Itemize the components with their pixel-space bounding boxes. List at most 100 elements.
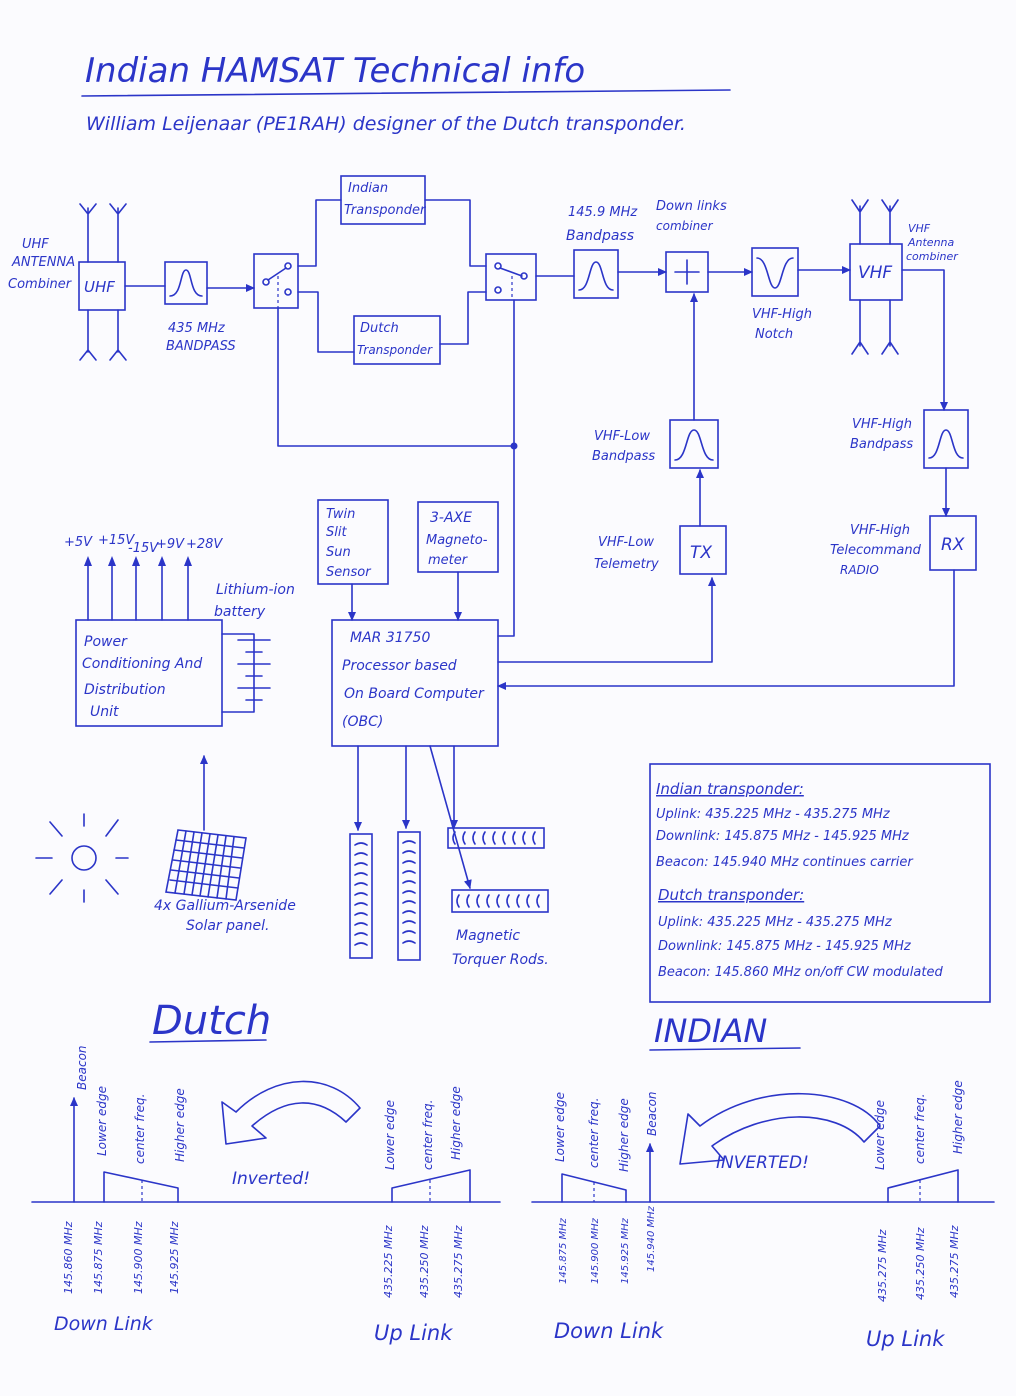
bandpass-145-line1: 145.9 MHz	[568, 205, 638, 220]
dutch-info-beacon: Beacon: 145.860 MHz on/off CW modulated	[658, 965, 943, 980]
dutch-freq-lower: 145.875 MHz	[92, 1221, 105, 1294]
solar-panel: 4x Gallium-Arsenide Solar panel.	[154, 755, 296, 934]
vhf-bandpass-145-filter: 145.9 MHz Bandpass	[566, 205, 638, 299]
telecommand-line2: Telecommand	[830, 543, 922, 558]
dutch-up-tag-lower: Lower edge	[383, 1100, 397, 1170]
dutch-freq-higher: 145.925 MHz	[168, 1221, 181, 1294]
page-subtitle: William Leijenaar (PE1RAH) designer of t…	[86, 113, 686, 135]
uhf-combiner-line2: ANTENNA	[11, 255, 75, 270]
title-underline	[81, 89, 731, 97]
indian-up-tag-center: center freq.	[913, 1094, 927, 1164]
indian-up-freq-center: 435.250 MHz	[914, 1227, 927, 1300]
wire-switch-control	[277, 299, 515, 447]
sun-sensor-line1: Twin	[326, 507, 355, 522]
uhf-bandpass-line2: BANDPASS	[166, 339, 236, 354]
indian-tag-lower: Lower edge	[553, 1092, 567, 1162]
frequency-info-box: Indian transponder: Uplink: 435.225 MHz …	[649, 763, 991, 1003]
vhf-block-label: VHF	[858, 263, 892, 283]
sun-sensor-line2: Slit	[326, 525, 347, 540]
dutch-up-tag-higher: Higher edge	[449, 1086, 463, 1160]
lithium-ion-battery: Lithium-ion battery	[214, 582, 295, 713]
wire-control-obc	[497, 445, 515, 637]
dutch-freq-beacon: 145.860 MHz	[62, 1221, 75, 1294]
wire-indian-path	[297, 199, 487, 267]
indian-up-tag-higher: Higher edge	[951, 1080, 965, 1154]
sun-icon	[35, 813, 129, 903]
dutch-tag-lower: Lower edge	[95, 1086, 109, 1156]
telemetry-line1: VHF-Low	[598, 535, 654, 550]
dutch-transponder: Dutch Transponder	[353, 315, 441, 365]
bandpass-145-line2: Bandpass	[566, 228, 634, 244]
vhf-low-bp-line2: Bandpass	[592, 449, 655, 464]
output-switch	[485, 253, 537, 301]
rx-receiver: RX VHF-High Telecommand RADIO	[830, 515, 977, 577]
solar-line1: 4x Gallium-Arsenide	[154, 898, 296, 914]
indian-tag-center: center freq.	[587, 1098, 601, 1168]
power-line1: Power	[84, 634, 128, 650]
indian-freq-higher: 145.925 MHz	[620, 1217, 631, 1284]
obc-line2: Processor based	[342, 658, 457, 674]
indian-info-uplink: Uplink: 435.225 MHz - 435.275 MHz	[656, 807, 891, 822]
uhf-antenna-combiner: UHF UHF ANTENNA Combiner	[8, 203, 127, 361]
dutch-spectrum: Dutch Inverted! Beacon Lower edge center…	[31, 998, 501, 1345]
sun-sensor-line3: Sun	[326, 545, 351, 560]
magnetometer-line1: 3-AXE	[430, 510, 472, 526]
dutch-transponder-line2: Transponder	[357, 343, 433, 357]
uhf-block-label: UHF	[84, 278, 115, 296]
voltage-plus15: +15V	[98, 533, 135, 548]
tx-label: TX	[690, 543, 712, 563]
dutch-uplink-label: Up Link	[374, 1321, 453, 1345]
dutch-info-uplink: Uplink: 435.225 MHz - 435.275 MHz	[658, 915, 893, 930]
indian-freq-beacon: 145.940 MHz	[646, 1205, 657, 1272]
telecommand-line3: RADIO	[840, 563, 879, 577]
obc-line4: (OBC)	[342, 714, 383, 730]
power-line4: Unit	[90, 704, 119, 720]
vhf-high-bp-line2: Bandpass	[850, 437, 913, 452]
indian-inverted-label: INVERTED!	[716, 1153, 809, 1173]
indian-uplink-label: Up Link	[866, 1327, 945, 1351]
dutch-up-tag-center: center freq.	[421, 1100, 435, 1170]
battery-line1: Lithium-ion	[216, 582, 295, 598]
dutch-downlink-label: Down Link	[54, 1313, 154, 1335]
indian-up-tag-lower: Lower edge	[873, 1100, 887, 1170]
vhf-high-bandpass-filter: VHF-High Bandpass	[850, 409, 969, 469]
combiner-line1: Down links	[656, 199, 727, 214]
uhf-combiner-line1: UHF	[22, 237, 49, 252]
power-line3: Distribution	[84, 682, 166, 698]
vhf-combiner-line3: combiner	[906, 250, 959, 263]
voltage-minus15: -15V	[128, 541, 159, 556]
magnetic-torquer-rods: Magnetic Torquer Rods.	[349, 745, 549, 968]
telecommand-line1: VHF-High	[850, 523, 910, 538]
twin-slit-sun-sensor: Twin Slit Sun Sensor	[317, 499, 389, 585]
dutch-up-freq-center: 435.250 MHz	[418, 1225, 431, 1298]
battery-line2: battery	[214, 604, 266, 620]
dutch-up-freq-higher: 435.275 MHz	[452, 1225, 465, 1298]
dutch-inverted-label: Inverted!	[232, 1169, 310, 1189]
power-line2: Conditioning And	[82, 656, 202, 672]
indian-tag-beacon: Beacon	[645, 1091, 659, 1136]
dutch-freq-center: 145.900 MHz	[132, 1221, 145, 1294]
dutch-transponder-line1: Dutch	[360, 321, 399, 336]
indian-tag-higher: Higher edge	[617, 1098, 631, 1172]
combiner-line2: combiner	[656, 219, 714, 233]
obc-line3: On Board Computer	[344, 686, 485, 702]
voltage-plus28: +28V	[186, 537, 223, 552]
notch-line2: Notch	[755, 327, 793, 342]
indian-spectrum: INDIAN INVERTED! Lower edge center freq.…	[531, 1012, 995, 1351]
indian-spectrum-heading: INDIAN	[654, 1012, 767, 1050]
torquer-line1: Magnetic	[456, 928, 520, 944]
tx-transmitter: TX VHF-Low Telemetry	[594, 525, 727, 575]
indian-downlink-label: Down Link	[554, 1319, 664, 1343]
voltage-plus9: +9V	[156, 537, 185, 552]
indian-info-beacon: Beacon: 145.940 MHz continues carrier	[656, 855, 914, 870]
notch-line1: VHF-High	[752, 307, 812, 322]
magnetometer-line2: Magneto-	[426, 533, 488, 548]
indian-transponder-line1: Indian	[348, 181, 388, 196]
downlinks-combiner: Down links combiner	[656, 199, 727, 293]
vhf-high-notch-filter: VHF-High Notch	[751, 247, 812, 342]
uhf-bandpass-line1: 435 MHz	[168, 321, 226, 336]
vhf-combiner-line2: Antenna	[907, 236, 955, 249]
indian-transponder: Indian Transponder	[340, 175, 427, 225]
page-title: Indian HAMSAT Technical info	[85, 51, 585, 91]
